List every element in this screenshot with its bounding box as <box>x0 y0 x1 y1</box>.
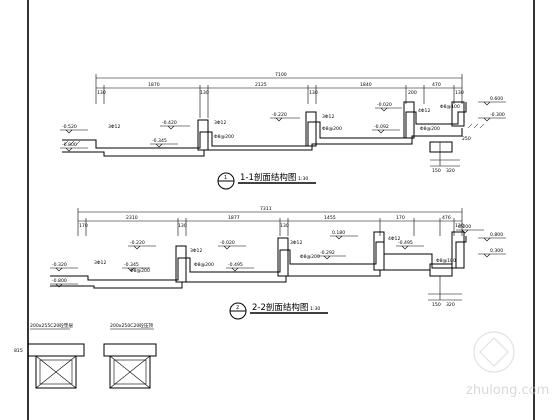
elevation-label: -0.345 <box>124 262 139 268</box>
elevation-label: 0.800 <box>490 232 503 238</box>
detail-1: 200x255C20砼垫层 815 <box>14 322 85 389</box>
elevation-label: 0.300 <box>490 248 503 254</box>
seg-dim: 130 <box>455 90 464 96</box>
elevation-label: -0.345 <box>152 138 167 144</box>
elevation-label: -0.020 <box>220 240 235 246</box>
seg-dim: 1877 <box>228 215 240 221</box>
section-2-title: 2-2剖面结构图 <box>252 302 308 313</box>
elevation-label: 0.200 <box>458 224 471 230</box>
seg-dim: 200 <box>408 90 417 96</box>
bottom-dim: 150 <box>432 302 441 308</box>
elevation-label: -0.800 <box>52 278 67 284</box>
elevation-label: -0.220 <box>272 112 287 118</box>
detail-1-label: 200x255C20砼垫层 <box>30 322 73 329</box>
elevation-label: -0.020 <box>377 102 392 108</box>
rebar-label: Φ8@200 <box>214 134 234 140</box>
elevation-label: -0.092 <box>374 124 389 130</box>
section-2-circle-label: 2 <box>236 305 239 311</box>
seg-dim: 1840 <box>360 82 372 88</box>
seg-dim: 2310 <box>126 215 138 221</box>
seg-dim: 470 <box>432 82 441 88</box>
rebar-label: 3Φ12 <box>290 240 302 246</box>
rebar-label: Φ8@200 <box>420 126 440 132</box>
section-1-circle-label: 1 <box>224 175 227 181</box>
seg-dim: 170 <box>79 223 88 229</box>
rebar-label: Φ8@200 <box>194 262 214 268</box>
elevation-label: -0.520 <box>62 124 77 130</box>
rebar-label: 3Φ12 <box>214 120 226 126</box>
section-2-drawing: 7311 170 2310 130 1877 130 1455 170 476 … <box>50 206 506 320</box>
rebar-label: Φ8@100 <box>436 258 456 264</box>
seg-dim: 1455 <box>324 215 336 221</box>
elevation-label: -0.220 <box>130 240 145 246</box>
seg-dim: 130 <box>200 90 209 96</box>
elevation-label: -0.495 <box>398 240 413 246</box>
watermark-text: zhulong.com <box>466 383 549 398</box>
elevation-label: -0.495 <box>228 262 243 268</box>
seg-dim: 476 <box>442 215 451 221</box>
rebar-label: Φ8@200 <box>300 254 320 260</box>
bottom-dim: 320 <box>446 168 455 174</box>
rebar-label: Φ8@200 <box>322 126 342 132</box>
section-1-drawing: 7100 130 1870 130 2125 130 1840 200 470 … <box>60 72 506 190</box>
rebar-label: 4Φ12 <box>388 236 400 242</box>
elevation-label: -0.420 <box>162 120 177 126</box>
elevation-label: 0.600 <box>490 96 503 102</box>
section-2-scale: 1:30 <box>310 306 320 312</box>
detail-2-label: 200x250C20砼压顶 <box>110 322 153 329</box>
rebar-label: Φ8@100 <box>440 104 460 110</box>
rebar-label: 3Φ12 <box>322 114 334 120</box>
section-1-title: 1-1剖面结构图 <box>240 172 296 183</box>
elevation-label: -0.320 <box>52 262 67 268</box>
rebar-label: 3Φ12 <box>190 248 202 254</box>
total-dim-label: 7100 <box>275 72 287 78</box>
seg-dim: 2125 <box>255 82 267 88</box>
section-1-scale: 1:30 <box>298 176 308 182</box>
elevation-label: 0.180 <box>332 230 345 236</box>
bottom-dim: 150 <box>432 168 441 174</box>
watermark: zhulong.com <box>466 331 549 398</box>
bottom-dim: 320 <box>446 302 455 308</box>
rebar-label: 3Φ12 <box>108 124 120 130</box>
rebar-label: Φ8@200 <box>130 268 150 274</box>
seg-dim: 130 <box>309 90 318 96</box>
detail-side-dim: 815 <box>14 348 23 354</box>
bottom-dim: 250 <box>462 136 471 142</box>
rebar-label: 4Φ12 <box>418 108 430 114</box>
seg-dim: 170 <box>396 215 405 221</box>
seg-dim: 130 <box>178 223 187 229</box>
total-dim-label: 7311 <box>260 206 272 212</box>
sheet-border <box>27 0 535 420</box>
seg-dim: 130 <box>97 90 106 96</box>
detail-2: 200x250C20砼压顶 <box>103 322 157 389</box>
elevation-label: -0.292 <box>320 250 335 256</box>
elevation-label: -0.800 <box>62 142 77 148</box>
seg-dim: 130 <box>455 223 464 229</box>
seg-dim: 130 <box>280 223 289 229</box>
rebar-label: 3Φ12 <box>94 260 106 266</box>
elevation-label: -0.300 <box>490 112 505 118</box>
seg-dim: 1870 <box>148 82 160 88</box>
